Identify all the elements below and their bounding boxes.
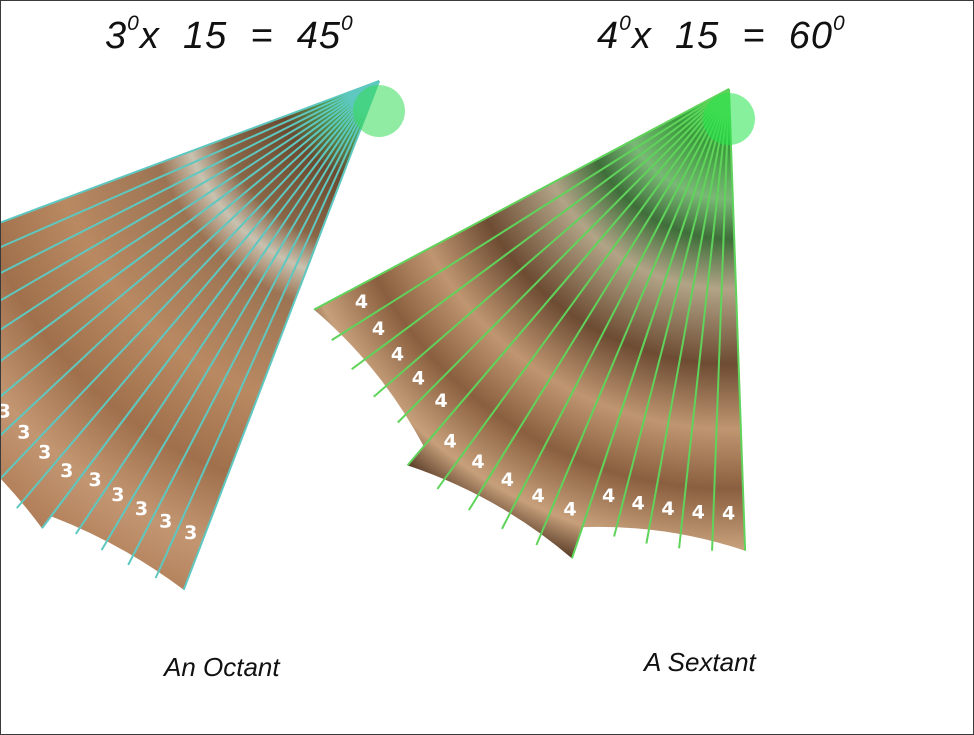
octant-segment-line: [16, 80, 380, 509]
octant-segment-line: [1, 80, 380, 437]
octant-segment-label: 3: [159, 511, 172, 533]
sextant-segment-label: 4: [443, 431, 456, 453]
sextant-segment-line: [613, 88, 730, 537]
sextant-segment-label: 4: [501, 469, 514, 491]
sextant-segment-label: 4: [563, 498, 576, 520]
sextant-segment-line: [406, 88, 730, 467]
octant-segment-line: [1, 80, 380, 398]
octant-segment-line: [50, 80, 380, 517]
octant-segment-label: 3: [1, 400, 11, 422]
sextant-segment-label: 4: [722, 502, 735, 524]
sextant-group-2: [407, 89, 729, 559]
octant-segment-line: [1, 80, 380, 249]
sextant-result-degree-mark: 0: [832, 12, 846, 36]
sextant-segment-label: 4: [692, 501, 705, 523]
sextant-segment-line: [501, 88, 730, 530]
octant-equals: =: [250, 15, 274, 57]
sextant-count: 15: [674, 15, 720, 57]
sextant-segment-label: 4: [412, 368, 425, 390]
sextant-segment-line: [581, 88, 730, 528]
sextant-segment-label: 4: [471, 451, 484, 473]
octant-segment-line: [1, 80, 380, 302]
octant-caption: An Octant: [164, 652, 280, 682]
sextant-segment-line: [351, 88, 730, 371]
octant-segment-label: 3: [60, 460, 73, 482]
octant-apex-glow: [353, 85, 405, 137]
octant-segment-label: 3: [111, 484, 124, 506]
sextant-segment-label: 4: [355, 291, 368, 313]
sextant-segment-line: [373, 88, 730, 398]
octant-group-1: [1, 81, 379, 361]
octant-segment-line: [1, 80, 380, 274]
sextant-group-3: [582, 89, 746, 551]
sextant-segment-line: [645, 88, 730, 544]
octant-segment-line: [154, 80, 380, 579]
sextant-segment-line: [535, 88, 730, 546]
octant-formula: 30x 15 = 450: [105, 12, 354, 58]
sextant-formula: 40x 15 = 600: [597, 12, 846, 58]
sextant-segment-label: 4: [434, 390, 447, 412]
sextant-segment-line: [678, 88, 730, 549]
sextant-segment-label: 4: [631, 493, 644, 515]
octant-segment-label: 3: [135, 498, 148, 520]
sextant-caption: A Sextant: [644, 647, 756, 677]
sextant-segment-line: [436, 88, 730, 490]
sextant-segment-line: [728, 88, 747, 551]
octant-segment-line: [1, 80, 380, 480]
octant-segment-label: 3: [17, 422, 30, 444]
sextant-multiplier: 4: [597, 15, 620, 57]
octant-degree-mark: 0: [127, 12, 140, 36]
sextant-apex-glow: [703, 93, 755, 145]
octant-count: 15: [182, 15, 228, 57]
octant-group-3: [51, 81, 380, 590]
octant-segment-line: [74, 80, 380, 535]
octant-segment-line: [182, 80, 380, 591]
octant-segment-line: [127, 80, 380, 566]
sextant-segment-label: 4: [661, 498, 674, 520]
octant-segment-label: 3: [89, 469, 102, 491]
sextant-result: 60: [788, 15, 833, 57]
sextant-segment-line: [313, 88, 730, 311]
octant-segment-line: [1, 80, 380, 362]
octant-segment-line: [100, 80, 380, 551]
octant-segment-label: 3: [184, 522, 197, 544]
sextant-segment-line: [397, 88, 730, 424]
sextant-degree-mark: 0: [619, 12, 632, 36]
octant-segment-label: 3: [38, 441, 51, 463]
sextant-segment-line: [711, 88, 730, 551]
octant-segment-line: [1, 80, 380, 224]
sextant-times-sign: x: [631, 15, 652, 57]
sextant-segment-label: 4: [602, 485, 615, 507]
sextant-segment-label: 4: [531, 485, 544, 507]
octant-fan: 333333333333333: [1, 80, 405, 591]
sextant-segment-label: 4: [372, 318, 385, 340]
sextant-segment-line: [331, 88, 730, 341]
octant-multiplier: 3: [105, 15, 128, 57]
sextant-segment-label: 4: [391, 344, 404, 366]
octant-segment-line: [1, 80, 380, 331]
octant-result-degree-mark: 0: [340, 12, 354, 36]
octant-times-sign: x: [139, 15, 160, 57]
octant-result: 45: [296, 15, 341, 57]
sextant-equals: =: [742, 15, 766, 57]
sextant-segment-line: [468, 88, 730, 511]
